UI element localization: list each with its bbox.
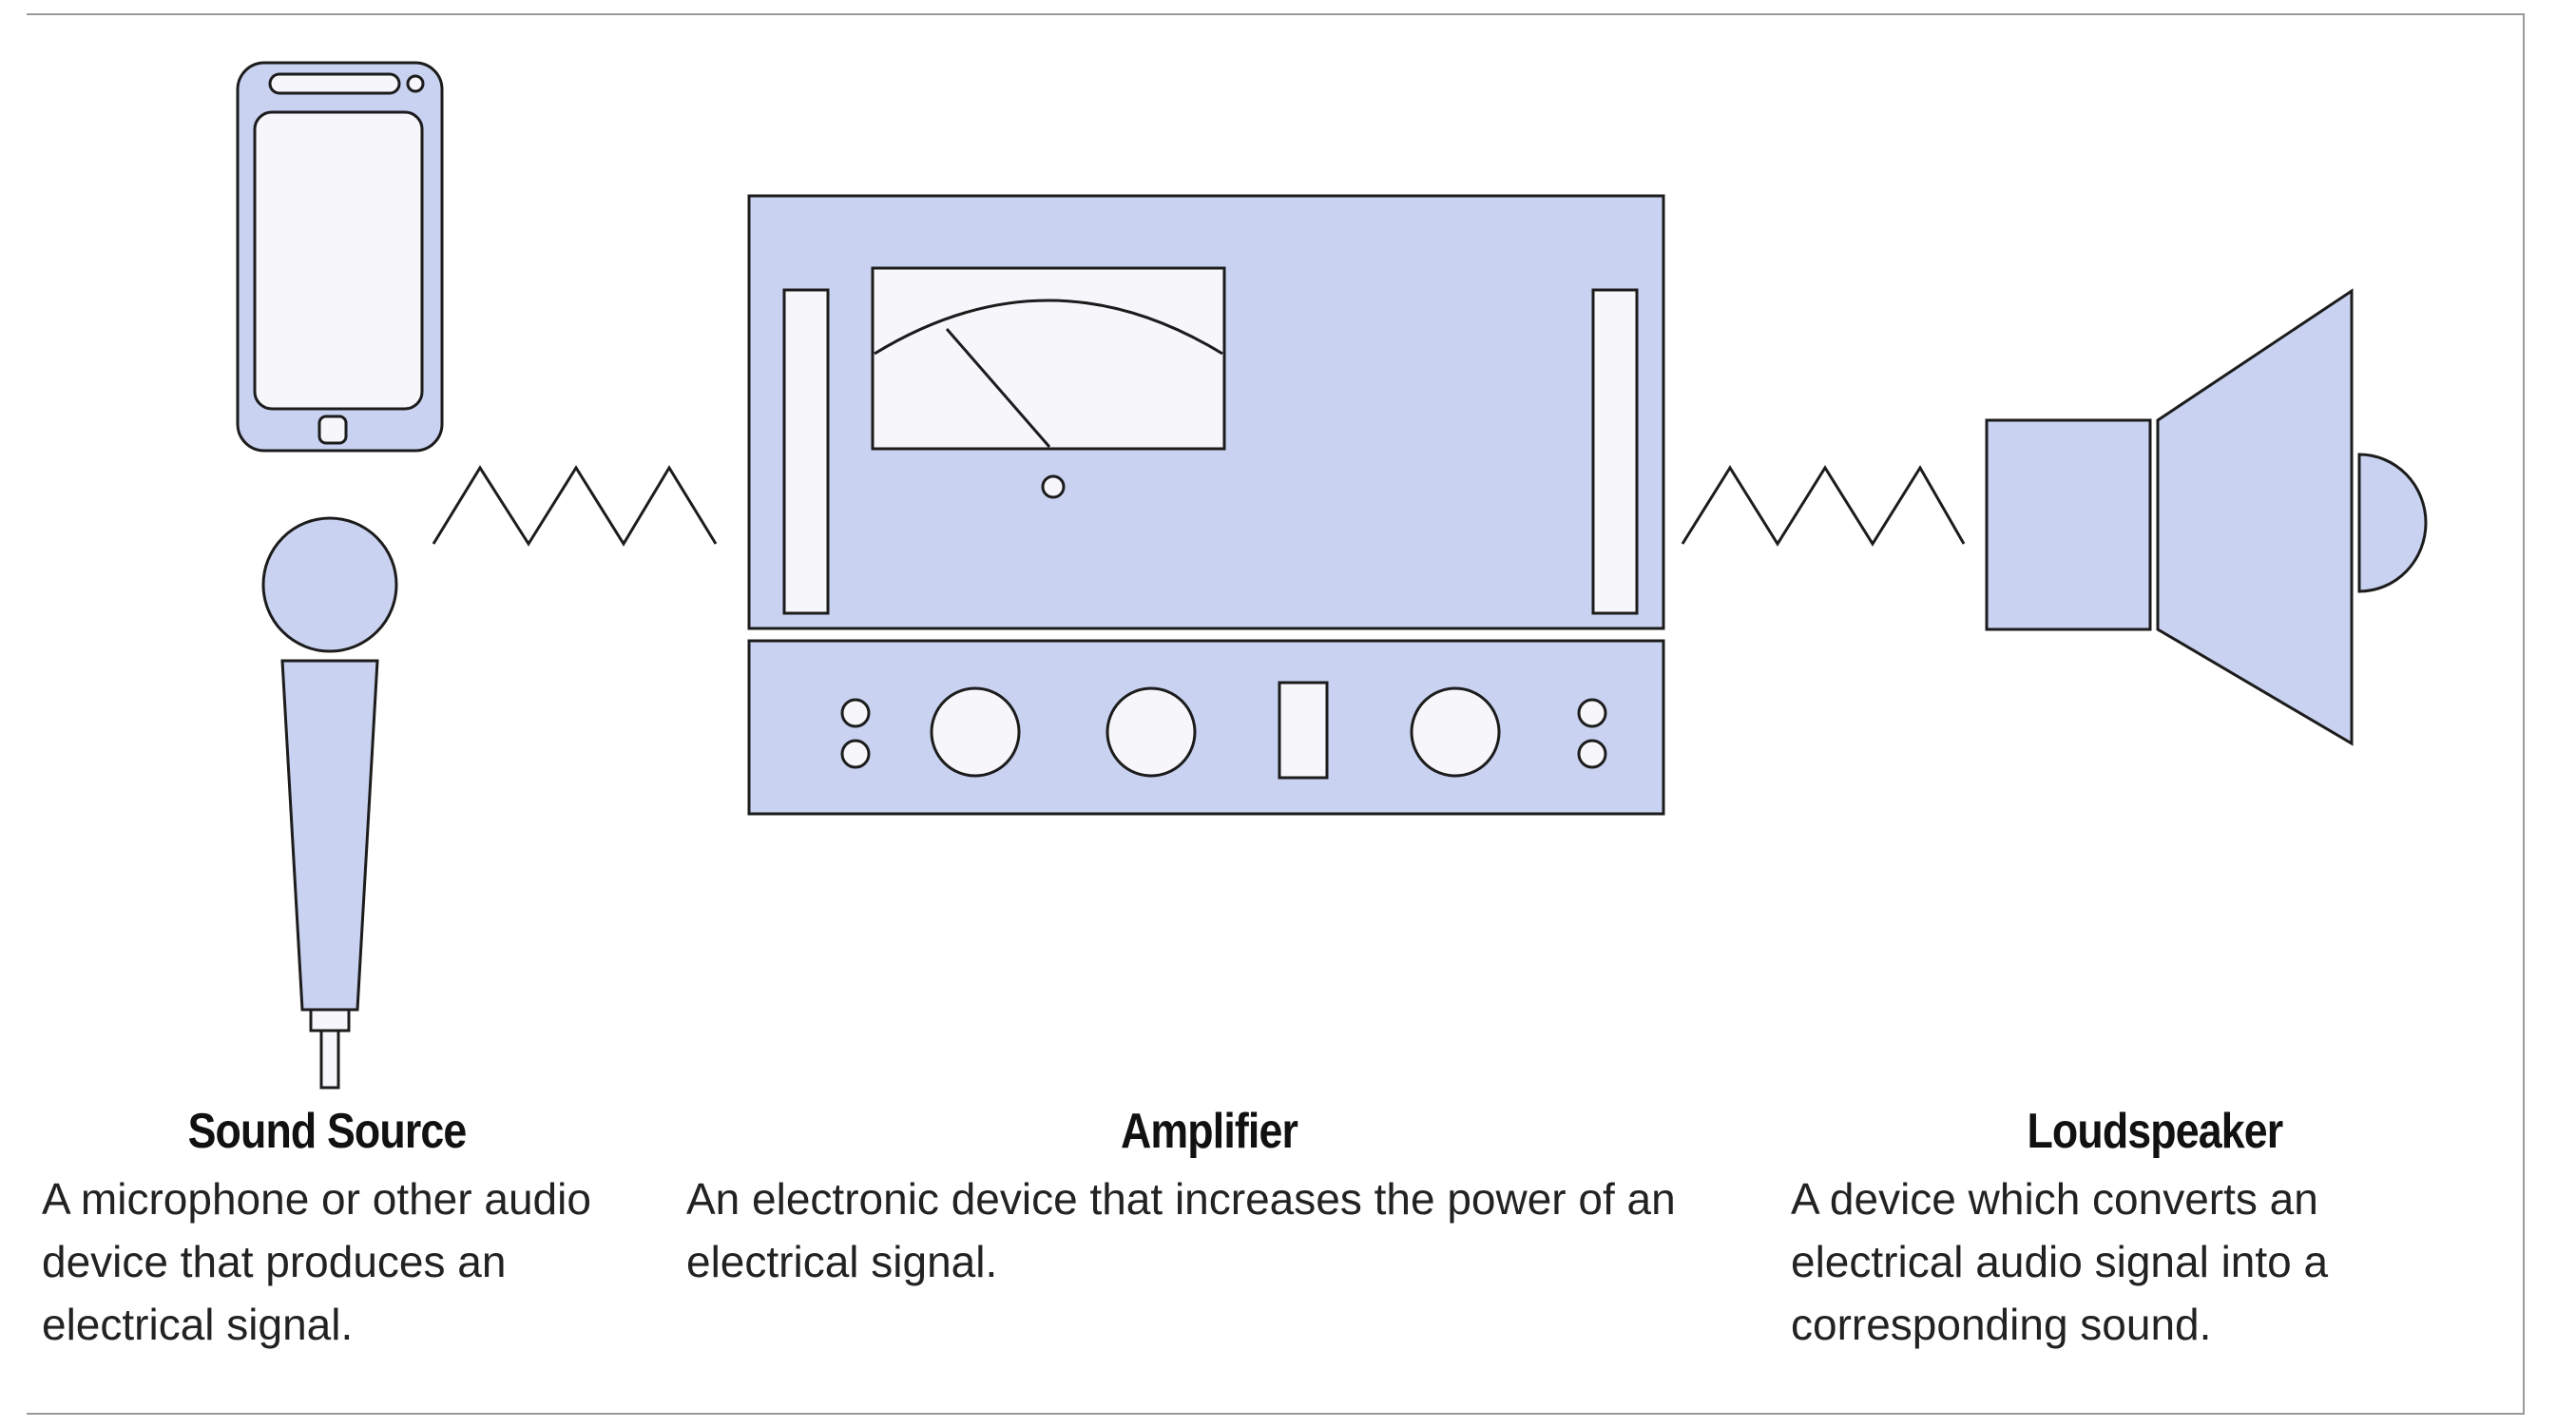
caption-description: A device which converts an electrical au… [1791, 1174, 2329, 1349]
amplifier-icon [747, 194, 1665, 816]
caption-title: Loudspeaker [2027, 1104, 2283, 1159]
smartphone-icon [236, 61, 444, 453]
caption-title: Sound Source [187, 1104, 468, 1159]
signal-wave-icon [432, 465, 718, 547]
caption-sound-source: Sound Source A microphone or other audio… [42, 1103, 612, 1356]
loudspeaker-icon [1985, 288, 2428, 746]
caption-description: A microphone or other audio device that … [42, 1174, 591, 1349]
microphone-icon [261, 516, 398, 1090]
caption-description: An electronic device that increases the … [686, 1174, 1676, 1286]
knob-1 [930, 686, 1021, 778]
caption-loudspeaker: Loudspeaker A device which converts an e… [1791, 1103, 2494, 1356]
caption-amplifier: Amplifier An electronic device that incr… [686, 1103, 1732, 1293]
switch [1278, 681, 1329, 780]
knob-2 [1105, 686, 1197, 778]
vu-meter [871, 266, 1226, 499]
frame-border [27, 13, 2525, 1415]
signal-wave-icon [1681, 465, 1966, 547]
caption-title: Amplifier [1120, 1104, 1298, 1159]
knob-3 [1410, 686, 1501, 778]
